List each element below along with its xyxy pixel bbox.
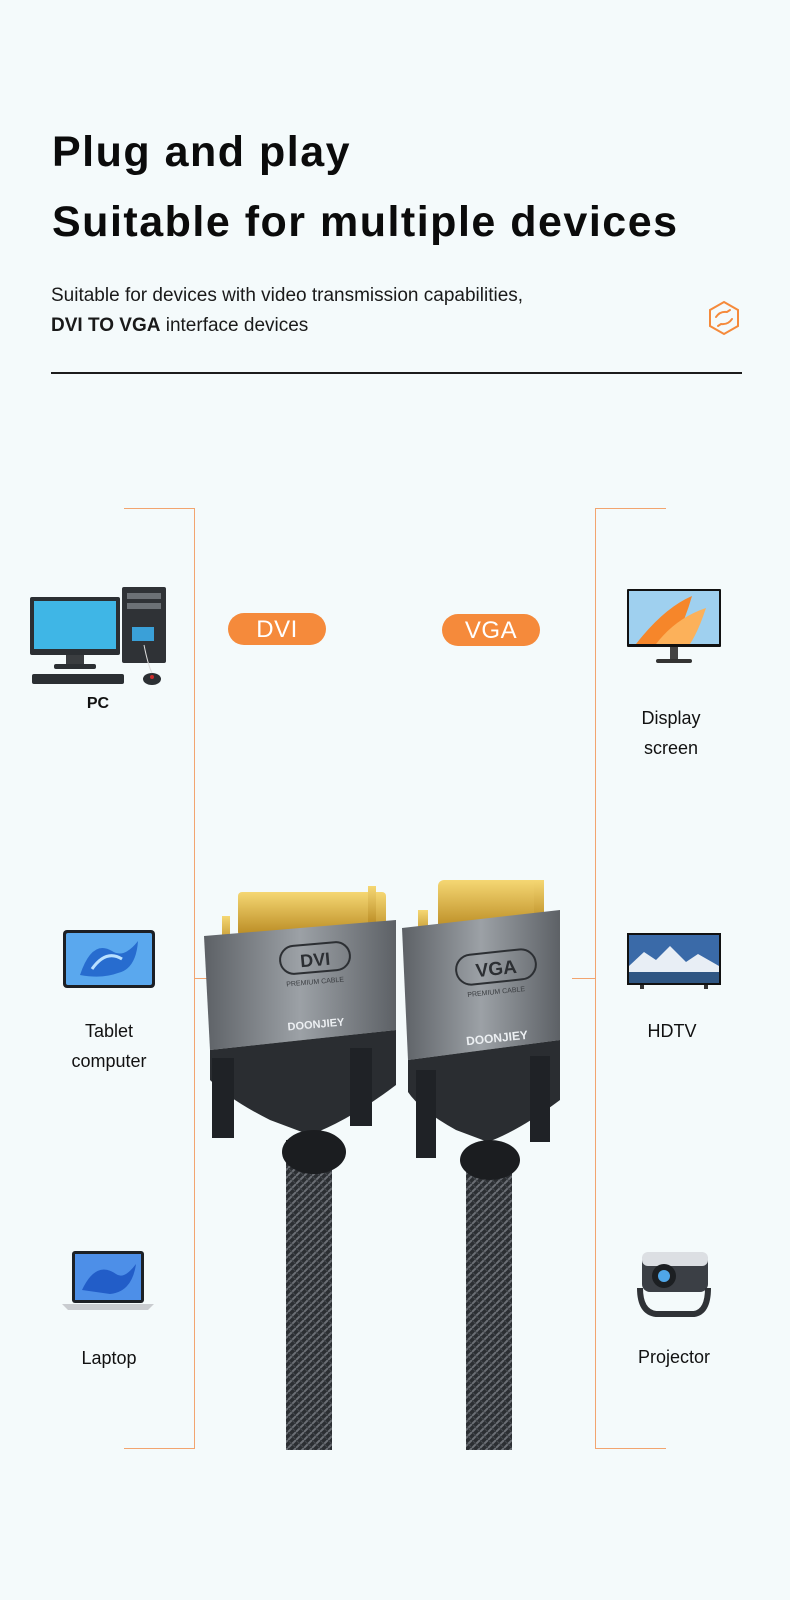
device-label-projector: Projector: [637, 1347, 711, 1367]
device-label-tablet: Tablet computer: [54, 1016, 164, 1076]
right-bracket-vertical: [595, 508, 596, 1449]
device-label-display: Display screen: [626, 703, 716, 763]
left-bracket-bottom: [124, 1448, 195, 1449]
page-title: Plug and play: [52, 128, 352, 176]
brand-logo-icon: [709, 300, 739, 336]
left-bracket-tick: [195, 978, 209, 979]
tablet-label-line1: Tablet: [84, 1021, 134, 1041]
tablet-label-line2: computer: [71, 1051, 147, 1071]
description-line-1: Suitable for devices with video transmis…: [51, 285, 524, 306]
vga-cable-sheath: [466, 1150, 512, 1450]
right-bracket-bottom: [595, 1448, 666, 1449]
vga-connector-brand: DOONJIEY: [465, 1028, 528, 1048]
page-subtitle: Suitable for multiple devices: [52, 198, 679, 246]
laptop-icon: [62, 1251, 154, 1310]
device-label-laptop: Laptop: [81, 1348, 137, 1368]
right-bracket-top: [595, 508, 666, 509]
display-label-line2: screen: [643, 738, 699, 758]
dvi-vga-cable-illustration: DVI PREMIUM CABLE DOONJIEY VGA PREMIUM C…: [204, 880, 560, 1450]
right-bracket-tick: [572, 978, 595, 979]
dvi-connector-label: DVI: [299, 949, 331, 972]
monitor-icon: [627, 589, 721, 663]
dvi-cable-sheath: [286, 1140, 332, 1450]
desktop-pc-icon: [30, 587, 166, 685]
description-line-2: DVI TO VGA interface devices: [51, 311, 308, 341]
vga-connector-label: VGA: [475, 957, 518, 982]
interface-text: interface devices: [160, 315, 309, 336]
projector-icon: [637, 1252, 711, 1317]
dvi-badge: DVI: [228, 613, 326, 645]
dvi-connector-brand: DOONJIEY: [287, 1016, 345, 1033]
tv-icon: [627, 933, 721, 989]
tablet-icon: [63, 930, 155, 988]
vga-badge: VGA: [442, 614, 540, 646]
left-bracket-top: [124, 508, 195, 509]
interface-highlight: DVI TO VGA: [51, 315, 161, 336]
device-label-pc: PC: [86, 695, 110, 712]
divider: [51, 372, 742, 374]
display-label-line1: Display: [641, 708, 701, 728]
device-label-hdtv: HDTV: [647, 1021, 697, 1041]
left-bracket-vertical: [194, 508, 195, 1449]
